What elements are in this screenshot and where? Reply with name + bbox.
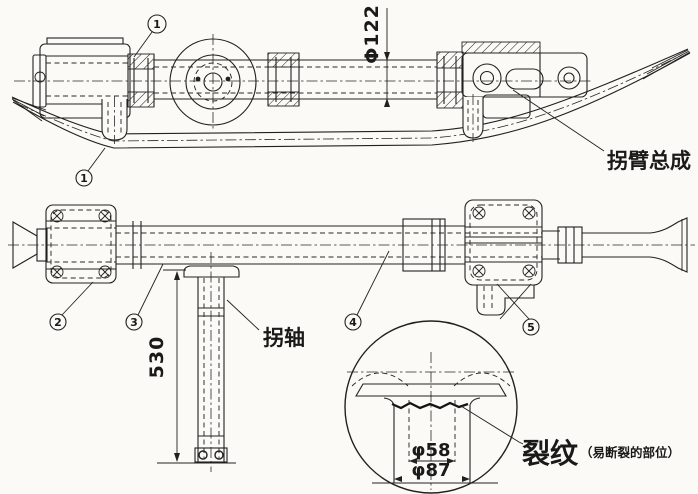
balloon-number: 4: [349, 316, 357, 329]
crank-axle-label: 拐轴: [226, 299, 305, 350]
balloon-4: 4: [344, 250, 390, 331]
crack-detail-view: φ58 φ87 裂纹 （易断裂的部位）: [344, 320, 680, 494]
axle-tube-plan: [116, 218, 542, 272]
pivot-tab-left: [101, 96, 128, 144]
detail-circle: [344, 320, 518, 494]
lower-bracket: [476, 283, 535, 320]
balloon-number: 3: [130, 316, 138, 329]
crack-note-text: （易断裂的部位）: [580, 445, 680, 460]
dim-shaft-diameter: Φ122: [361, 4, 383, 64]
right-extension: [542, 217, 688, 273]
crack-text: 裂纹: [522, 437, 579, 470]
dimension-530: 530: [146, 269, 186, 462]
crank-axle: [157, 252, 240, 472]
pivot-tab-right: [462, 94, 484, 142]
balloon-2: 2: [49, 281, 94, 331]
crank-axle-text: 拐轴: [263, 326, 305, 350]
dim-hub-diameter: φ87: [411, 460, 450, 481]
crank-arm-bracket: [461, 41, 588, 119]
bolt-cross: [472, 206, 536, 278]
dim-crank-length: 530: [146, 336, 168, 379]
balloon-number: 1: [153, 18, 161, 31]
balloon-number: 5: [527, 321, 535, 334]
right-housing-plan: [464, 199, 543, 286]
dimension-phi87: φ87: [394, 460, 470, 482]
balloon-number: 2: [54, 316, 62, 329]
arm-assembly-text: 拐臂总成: [607, 149, 691, 173]
bottom-view-assembly: 530 拐轴: [8, 199, 695, 472]
bolt-cross: [50, 209, 112, 279]
top-view-assembly: Φ122: [11, 4, 691, 187]
balloon-number: 1: [80, 172, 88, 185]
dimension-phi58: φ58: [409, 440, 455, 464]
flange-circle: [169, 34, 257, 130]
dim-bore-diameter: φ58: [411, 440, 450, 461]
dimension-phi122: Φ122: [361, 4, 390, 107]
bearing-section-right: [436, 51, 464, 109]
curved-arm: [11, 48, 691, 149]
balloon-1-arm: 1: [75, 147, 106, 187]
left-funnel: [12, 221, 48, 269]
crack-label: 裂纹 （易断裂的部位）: [460, 405, 680, 470]
left-housing-plan: [45, 204, 117, 284]
bearing-section-left: [127, 53, 155, 108]
balloon-3: 3: [125, 263, 164, 331]
crack-line: [391, 401, 469, 410]
mid-joint: [267, 52, 300, 107]
flange-section: [355, 383, 507, 484]
balloon-1-bearing: 1: [133, 14, 167, 58]
arm-assembly-label: 拐臂总成: [512, 89, 691, 173]
balloon-5: 5: [522, 318, 540, 336]
